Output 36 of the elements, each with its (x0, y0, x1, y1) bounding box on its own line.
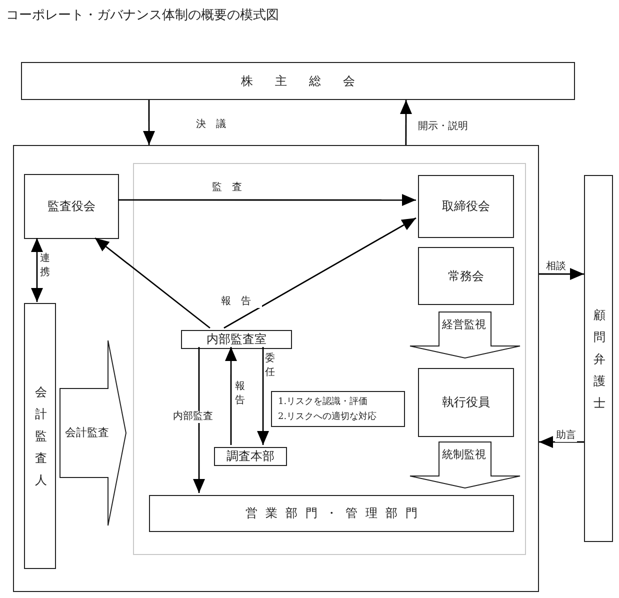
edge-label: 会計監査 (64, 426, 110, 440)
block-arrow (60, 340, 126, 526)
process-box: 常務会 (418, 247, 514, 305)
arrow (30, 238, 43, 302)
process-box: 監査役会 (24, 174, 119, 239)
arrow (539, 268, 584, 280)
arrow (257, 347, 270, 445)
process-box: 営業部門・管理部門 (149, 495, 514, 532)
process-box: 株主総会 (21, 62, 575, 100)
process-box: 内部監査室 (181, 330, 292, 349)
edge-label: 経営監視 (441, 318, 487, 332)
note-box (271, 391, 405, 427)
arrow (224, 217, 416, 329)
list-item: 2.リスクへの適切な対応 (278, 410, 378, 424)
arrow (193, 347, 205, 493)
edge-label: 統制監視 (441, 448, 487, 462)
arrow (539, 436, 584, 448)
edge-label: 助言 (555, 430, 577, 442)
edge-label: 内部監査 (172, 411, 214, 423)
vertical-box: 会計監査人 (24, 303, 56, 569)
process-box: 執行役員 (418, 368, 514, 437)
group-frame (133, 163, 526, 555)
edge-label: 相談 (545, 261, 567, 273)
process-box: 調査本部 (214, 447, 287, 466)
title: コーポレート・ガバナンス体制の概要の模式図 (6, 7, 279, 24)
arrow (118, 194, 416, 206)
frame-box (13, 145, 539, 592)
edge-label: 開示・説明 (417, 121, 469, 133)
arrow (400, 100, 412, 145)
text-label: 報告 (220, 296, 262, 308)
process-box: 取締役会 (418, 175, 514, 238)
arrow (94, 237, 210, 329)
list-item: 1.リスクを認識・評価 (278, 396, 369, 409)
arrow (143, 100, 155, 145)
arrow (225, 347, 237, 445)
vertical-box: 顧問弁護士 (584, 175, 613, 542)
